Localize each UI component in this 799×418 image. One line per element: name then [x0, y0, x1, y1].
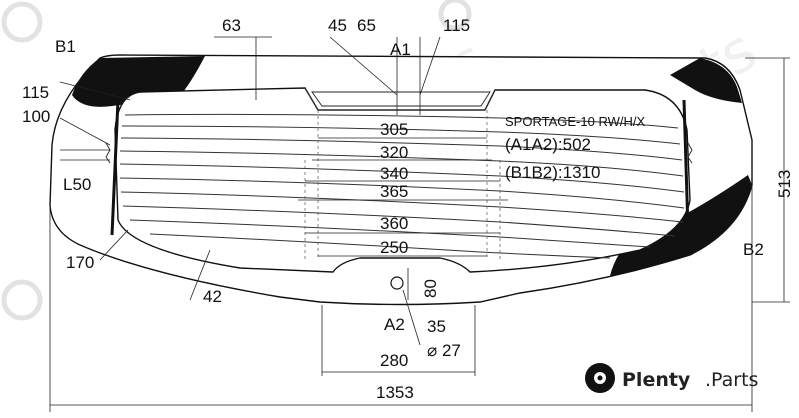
brake-light-cutout [304, 87, 496, 111]
bus-bar-right [682, 99, 690, 231]
point-a1-label: A1 [390, 40, 411, 59]
dim-l50: L50 [63, 175, 91, 194]
dim-100: 100 [22, 107, 50, 126]
dim-line-45-diag [329, 36, 398, 96]
heat-line [129, 219, 651, 248]
dim-115-top: 115 [443, 16, 470, 35]
dim-305: 305 [380, 120, 408, 139]
dim-250: 250 [380, 238, 408, 257]
watermark-logo-icon [1, 279, 43, 321]
watermark-logo-icon [1, 1, 43, 43]
dim-line-100 [59, 117, 111, 146]
heat-line [119, 177, 685, 209]
dim-280: 280 [380, 351, 408, 370]
heat-line [119, 163, 685, 193]
dim-320: 320 [380, 143, 408, 162]
heating-lines [119, 113, 685, 259]
dim-365: 365 [380, 182, 408, 201]
point-b2-label: B2 [743, 240, 764, 259]
heat-line [149, 233, 611, 259]
b1b2-label: (B1B2):1310 [505, 163, 600, 182]
terminal-right-icon [687, 142, 693, 164]
dim-27: ⌀ 27 [427, 341, 461, 360]
point-a2-label: A2 [384, 315, 405, 334]
dim-80: 80 [421, 279, 440, 298]
dim-63: 63 [222, 16, 241, 35]
reference-lines [304, 110, 501, 262]
brand-logo: Plenty .Parts [585, 363, 758, 393]
model-label: SPORTAGE-10 RW/H/X [505, 114, 645, 129]
brand-suffix: .Parts [705, 369, 758, 391]
heat-line [124, 113, 679, 129]
dim-line-42 [189, 249, 211, 301]
heat-line [120, 191, 684, 223]
frit-bottom-right [610, 175, 752, 276]
dim-45: 45 [328, 16, 347, 35]
brand-name: Plenty [622, 369, 691, 391]
dim-65: 65 [357, 16, 376, 35]
dim-line-27 [402, 289, 421, 346]
heat-line [122, 205, 676, 237]
point-b1-label: B1 [55, 37, 76, 56]
dim-42: 42 [203, 287, 222, 306]
dim-360: 360 [380, 214, 408, 233]
dim-35: 35 [427, 317, 446, 336]
a1a2-label: (A1A2):502 [505, 135, 591, 154]
dim-513: 513 [775, 170, 794, 198]
frit-top-right [670, 58, 742, 103]
heat-line [120, 137, 683, 161]
heat-line [121, 125, 681, 145]
dim-line-115 [59, 81, 131, 101]
dim-340: 340 [380, 164, 408, 183]
bus-bar-left [110, 99, 120, 236]
dim-115-left: 115 [22, 83, 49, 102]
dim-170: 170 [66, 253, 94, 272]
dim-line-170 [99, 229, 129, 261]
heat-line [119, 150, 684, 177]
brake-light-inner [311, 91, 491, 107]
dim-line-115-diag [419, 36, 441, 96]
brand-logo-center-icon [597, 375, 603, 381]
dimension-lines [49, 36, 790, 412]
watermark-logo-icon [438, 0, 472, 31]
dim-1353: 1353 [376, 383, 414, 402]
wiper-hole [390, 276, 404, 290]
